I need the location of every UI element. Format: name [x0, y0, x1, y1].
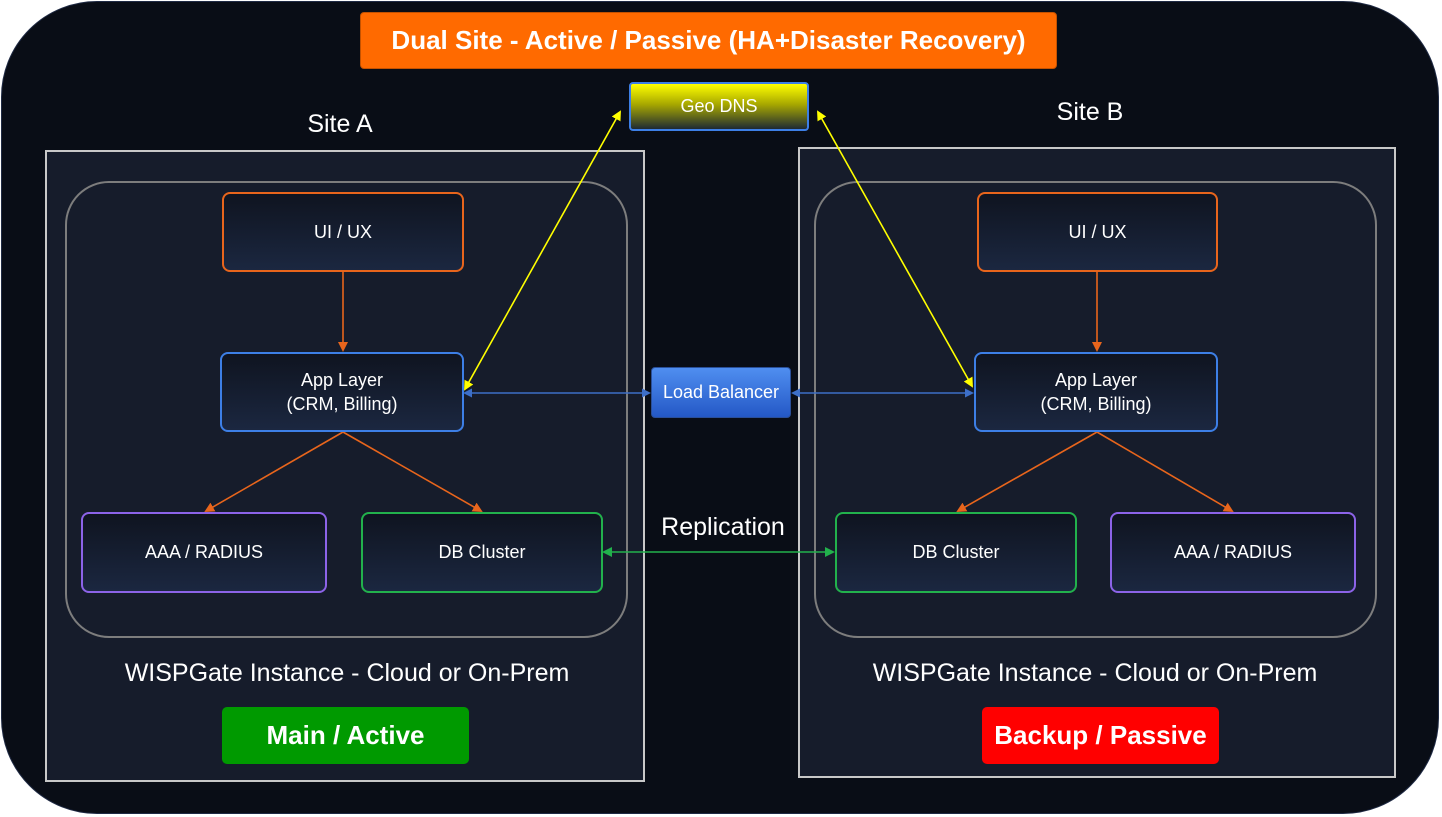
site-b-db-label: DB Cluster: [912, 542, 1000, 563]
site-a-instance-label: WISPGate Instance - Cloud or On-Prem: [124, 659, 570, 687]
site-a-db-node: DB Cluster: [361, 512, 603, 593]
site-a-ui-node: UI / UX: [222, 192, 464, 272]
geo-dns-node: Geo DNS: [629, 82, 809, 131]
site-b-instance-label: WISPGate Instance - Cloud or On-Prem: [872, 659, 1318, 687]
site-b-app-label: App Layer (CRM, Billing): [1040, 369, 1152, 414]
site-a-status-badge: Main / Active: [222, 707, 469, 764]
site-b-ui-label: UI / UX: [1068, 221, 1127, 242]
site-b-label: Site B: [1056, 98, 1124, 126]
site-a-label: Site A: [307, 110, 373, 138]
site-a-app-label: App Layer (CRM, Billing): [286, 369, 398, 414]
diagram-title: Dual Site - Active / Passive (HA+Disaste…: [360, 12, 1057, 69]
replication-label: Replication: [661, 513, 785, 541]
site-a-db-label: DB Cluster: [438, 542, 526, 563]
load-balancer-node: Load Balancer: [651, 367, 791, 418]
site-b-app-node: App Layer (CRM, Billing): [974, 352, 1218, 432]
site-b-ui-node: UI / UX: [977, 192, 1218, 272]
site-a-ui-label: UI / UX: [313, 221, 372, 242]
site-b-status-badge: Backup / Passive: [982, 707, 1219, 764]
site-a-app-node: App Layer (CRM, Billing): [220, 352, 464, 432]
site-b-aaa-node: AAA / RADIUS: [1110, 512, 1356, 593]
site-a-aaa-label: AAA / RADIUS: [144, 542, 264, 563]
site-b-aaa-label: AAA / RADIUS: [1173, 542, 1293, 563]
site-b-db-node: DB Cluster: [835, 512, 1077, 593]
site-a-aaa-node: AAA / RADIUS: [81, 512, 327, 593]
